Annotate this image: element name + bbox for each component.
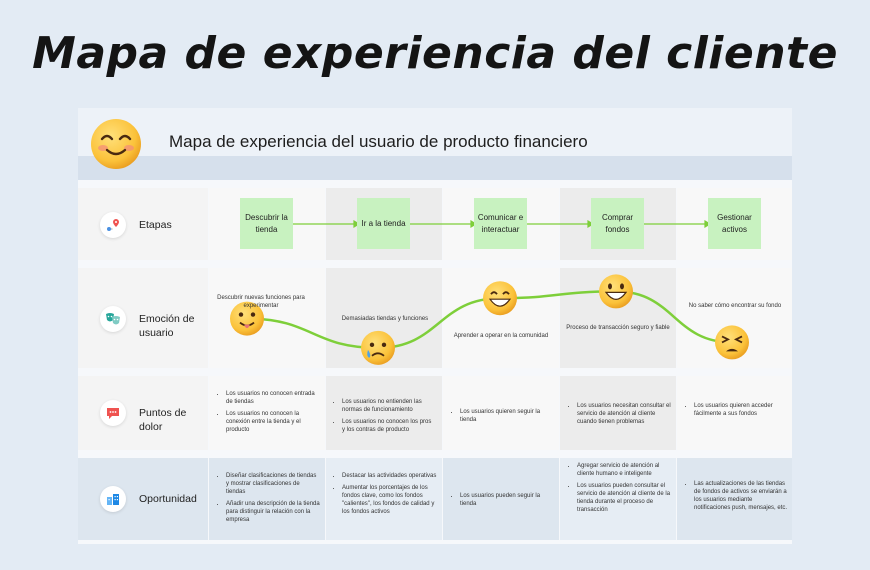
emoji-face-sad-icon bbox=[361, 330, 395, 365]
list-item: Los usuarios no conocen la conexión entr… bbox=[226, 410, 318, 434]
list-item: Las actualizaciones de las tiendas de fo… bbox=[694, 480, 788, 512]
list-item: Destacar las actividades operativas bbox=[342, 472, 438, 480]
map-subtitle: Mapa de experiencia del usuario de produ… bbox=[169, 132, 588, 151]
stage-box-1: Descubrir la tienda bbox=[240, 198, 293, 249]
opportunity-cell bbox=[443, 458, 559, 540]
opportunity-5: Las actualizaciones de las tiendas de fo… bbox=[682, 480, 788, 516]
stage-box-3: Comunicar e interactuar bbox=[474, 198, 527, 249]
stage-connectors bbox=[292, 219, 712, 229]
pain-cell bbox=[677, 376, 792, 450]
row-title-puntos: Puntos de dolor bbox=[139, 407, 187, 433]
list-item: Los usuarios quieren seguir la tienda bbox=[460, 408, 554, 424]
emoji-face-grin-icon bbox=[483, 281, 517, 316]
emoji-face-tired-icon bbox=[715, 325, 749, 360]
stage-box-2: Ir a la tienda bbox=[357, 198, 410, 249]
list-item: Los usuarios necesitan consultar el serv… bbox=[577, 402, 671, 426]
opportunity-4: Agregar servicio de atención al cliente … bbox=[565, 462, 671, 518]
list-item: Los usuarios no conocen entrada de tiend… bbox=[226, 390, 318, 406]
row-title-etapas: Etapas bbox=[139, 219, 172, 231]
emoji-face-grin-big-icon bbox=[599, 274, 633, 309]
buildings-icon bbox=[100, 486, 126, 512]
emotion-label-1: Descubrir nuevas funciones para experime… bbox=[217, 295, 305, 309]
row-label-oportunidad: Oportunidad bbox=[78, 458, 208, 540]
row-puntos: Puntos de dolor Los usuarios no conocen … bbox=[78, 376, 792, 450]
opportunity-cell bbox=[677, 458, 792, 540]
chat-bubble-icon bbox=[100, 400, 126, 426]
opportunity-2: Destacar las actividades operativas Aume… bbox=[330, 472, 438, 520]
list-item: Los usuarios pueden seguir la tienda bbox=[460, 492, 554, 508]
list-item: Los usuarios quieren acceder fácilmente … bbox=[694, 402, 788, 418]
list-item: Agregar servicio de atención al cliente … bbox=[577, 462, 671, 478]
pain-cell bbox=[560, 376, 676, 450]
opportunity-cell bbox=[326, 458, 442, 540]
header-band bbox=[78, 156, 792, 180]
row-label-emocion: Emoción de usuario bbox=[78, 268, 208, 368]
opportunity-1: Diseñar clasificaciones de tiendas y mos… bbox=[214, 472, 320, 528]
pain-cell bbox=[326, 376, 442, 450]
list-item: Aumentar los porcentajes de los fondos c… bbox=[342, 484, 438, 516]
list-item: Los usuarios no entienden las normas de … bbox=[342, 398, 436, 414]
emotion-label-5: No saber cómo encontrar su fondo bbox=[688, 303, 782, 309]
opportunity-cell bbox=[560, 458, 676, 540]
journey-map-card: Mapa de experiencia del usuario de produ… bbox=[78, 108, 792, 544]
pain-point-1: Los usuarios no conocen entrada de tiend… bbox=[214, 390, 318, 438]
pain-point-3: Los usuarios quieren seguir la tienda bbox=[448, 408, 554, 428]
opportunity-cell bbox=[209, 458, 325, 540]
stage-box-4: Comprar fondos bbox=[591, 198, 644, 249]
emotion-label-2: Demasiadas tiendas y funciones bbox=[341, 316, 429, 322]
emotion-label-4: Proceso de transacción seguro y fiable bbox=[566, 325, 670, 331]
opportunity-3: Los usuarios pueden seguir la tienda bbox=[448, 492, 554, 512]
row-etapas: Etapas Descubrir la tienda Ir a la tiend… bbox=[78, 188, 792, 260]
stage-box-5: Gestionar activos bbox=[708, 198, 761, 249]
row-title-emocion: Emoción de usuario bbox=[139, 313, 195, 339]
row-oportunidad: Oportunidad Diseñar clasificaciones de t… bbox=[78, 458, 792, 540]
emoji-face-tongue-icon bbox=[230, 301, 264, 336]
list-item: Los usuarios pueden consultar el servici… bbox=[577, 482, 671, 514]
pain-point-5: Los usuarios quieren acceder fácilmente … bbox=[682, 402, 788, 422]
row-title-oportunidad: Oportunidad bbox=[139, 493, 197, 505]
smiling-face-icon bbox=[88, 116, 144, 177]
card-header: Mapa de experiencia del usuario de produ… bbox=[78, 108, 792, 180]
row-label-etapas: Etapas bbox=[78, 188, 208, 260]
emotion-cell bbox=[209, 268, 325, 368]
emotion-label-3: Aprender a operar en la comunidad bbox=[453, 333, 549, 339]
pain-cell bbox=[209, 376, 325, 450]
emotion-curve bbox=[230, 274, 749, 365]
map-pin-icon bbox=[100, 212, 126, 238]
pain-point-2: Los usuarios no entienden las normas de … bbox=[330, 398, 436, 438]
list-item: Añadir una descripción de la tienda para… bbox=[226, 500, 320, 524]
list-item: Diseñar clasificaciones de tiendas y mos… bbox=[226, 472, 320, 496]
theater-masks-icon bbox=[100, 306, 126, 332]
pain-cell bbox=[443, 376, 559, 450]
row-label-puntos: Puntos de dolor bbox=[78, 376, 208, 450]
list-item: Los usuarios no conocen los pros y los c… bbox=[342, 418, 436, 434]
page-title: Mapa de experiencia del cliente bbox=[32, 28, 838, 79]
row-emocion: Emoción de usuario Descubrir nuevas func… bbox=[78, 268, 792, 368]
pain-point-4: Los usuarios necesitan consultar el serv… bbox=[565, 402, 671, 430]
